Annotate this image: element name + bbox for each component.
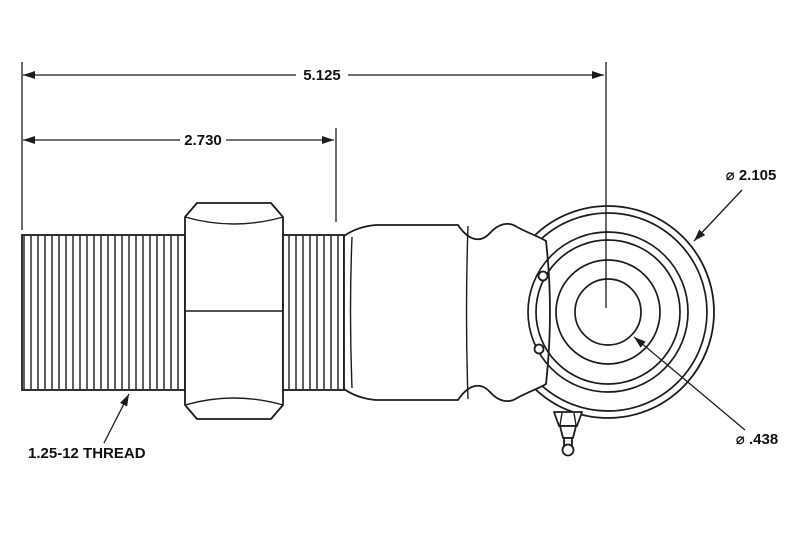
bore-diameter-label: ⌀ .438 (736, 431, 778, 448)
body-shoulder-line (349, 236, 353, 389)
jam-nut-chamfer-top (184, 216, 284, 225)
grease-fitting-tip (561, 443, 575, 457)
body-flange-edge-line (465, 225, 469, 400)
bore-circle (574, 278, 642, 346)
dimension-overall-length: 5.125 (23, 67, 604, 84)
thread-left-outline (21, 234, 186, 391)
extension-lines (21, 62, 607, 308)
callout-outer-diameter: ⌀ 2.105 (693, 167, 777, 242)
rod-end-bearing (527, 231, 689, 393)
dim-2730-label: 2.730 (184, 132, 222, 149)
race-outer-circle (527, 231, 689, 393)
callout-thread-spec: 1.25-12 THREAD (28, 393, 146, 462)
callout-bore-diameter: ⌀ .438 (633, 336, 778, 448)
grease-fitting-hex (553, 411, 583, 427)
grease-fitting-hex-facets (559, 412, 577, 426)
outer-diameter-label: ⌀ 2.105 (726, 167, 777, 184)
leader-outer-diameter (693, 189, 743, 242)
grease-fitting-collar (559, 425, 577, 439)
rod-end-body (343, 222, 551, 403)
leader-bore-diameter (633, 336, 746, 431)
thread-right-outline (282, 234, 345, 391)
threaded-shank-left (21, 234, 186, 391)
stake-mark-bottom (533, 343, 545, 355)
jam-nut-chamfer-bottom (184, 397, 284, 406)
ball-circle (555, 259, 661, 365)
dimension-thread-length: 2.730 (23, 132, 334, 149)
race-inner-circle (535, 239, 681, 385)
thread-left-lines (23, 236, 179, 389)
leader-thread-spec (103, 393, 130, 444)
dim-5125-label: 5.125 (303, 67, 341, 84)
stake-mark-top (537, 270, 549, 282)
rod-end-body-contour (343, 222, 551, 403)
thread-right-lines (288, 236, 339, 389)
jam-nut (184, 202, 284, 420)
grease-fitting (553, 411, 583, 457)
threaded-shank-right (282, 234, 345, 391)
thread-spec-label: 1.25-12 THREAD (28, 445, 146, 462)
